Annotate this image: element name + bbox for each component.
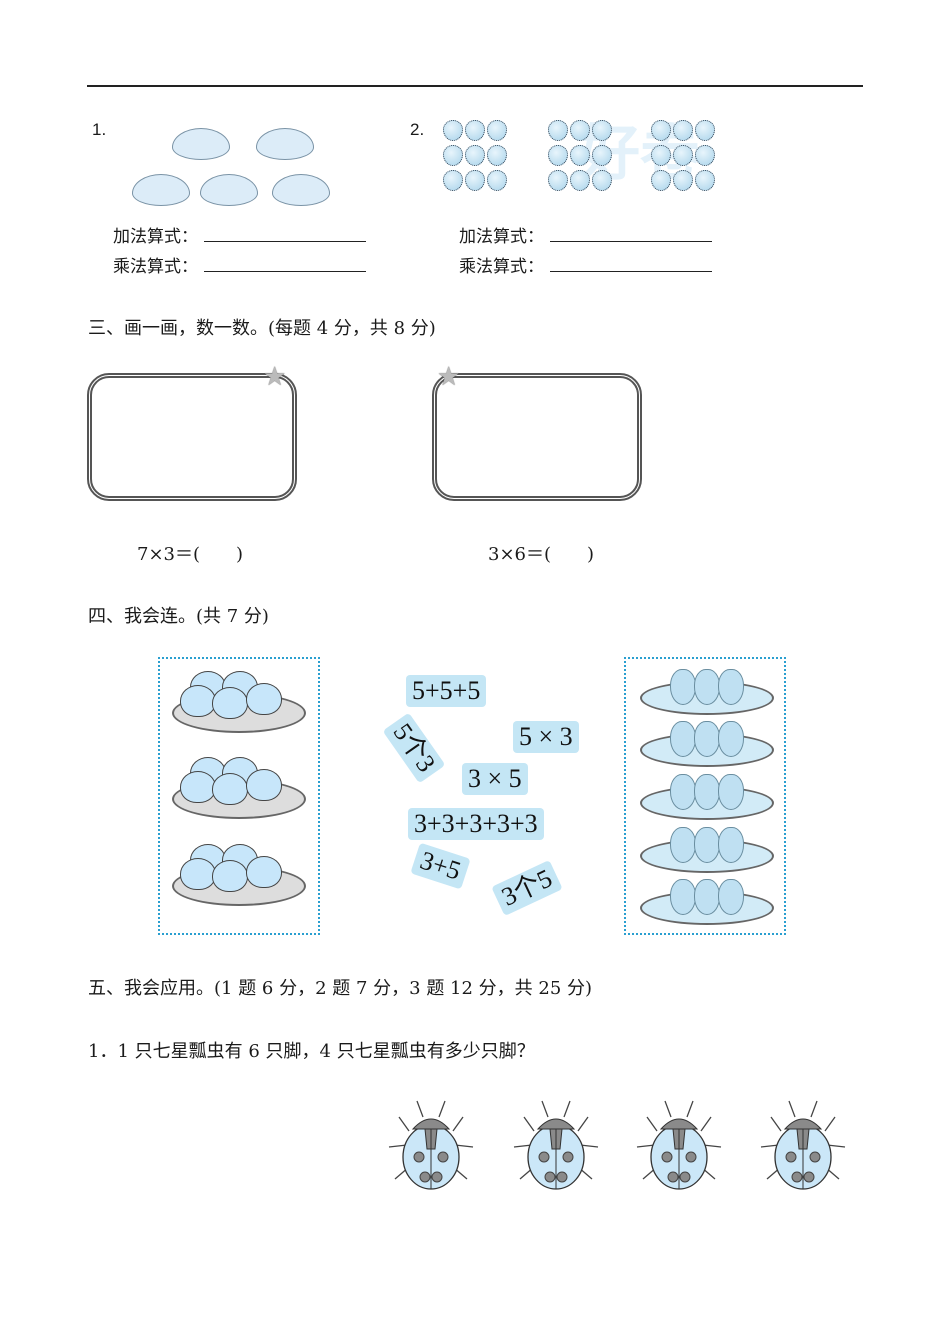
- pear-icon: [718, 879, 744, 915]
- strawberry-icon: [592, 120, 612, 141]
- ladybug-icon: [513, 1100, 599, 1190]
- strawberry-icon: [487, 170, 507, 191]
- match-card-3times5[interactable]: 3 × 5: [462, 763, 528, 795]
- strawberry-icon: [695, 145, 715, 166]
- strawberry-icon: [673, 120, 693, 141]
- strawberry-icon: [443, 120, 463, 141]
- strawberry-icon: [465, 170, 485, 191]
- section4-heading: 四、我会连。(共 7 分): [88, 606, 269, 627]
- drawing-box-2[interactable]: [432, 373, 642, 501]
- pear-icon: [694, 827, 720, 863]
- pear-icon: [718, 721, 744, 757]
- strawberry-icon: [695, 120, 715, 141]
- strawberry-icon: [592, 170, 612, 191]
- pear-icon: [694, 774, 720, 810]
- addition-answer-line-1[interactable]: [204, 240, 366, 242]
- strawberry-icon: [443, 170, 463, 191]
- match-card-3plus5[interactable]: 3+5: [410, 842, 471, 890]
- pear-icon: [670, 774, 696, 810]
- question-5-1: 1．1 只七星瓢虫有 6 只脚，4 只七星瓢虫有多少只脚？: [88, 1041, 535, 1062]
- apple-icon: [180, 685, 216, 717]
- pear-icon: [718, 827, 744, 863]
- pear-icon: [694, 879, 720, 915]
- addition-label-2: 加法算式：: [459, 222, 712, 247]
- strawberry-icon: [673, 170, 693, 191]
- strawberry-icon: [651, 145, 671, 166]
- strawberry-icon: [673, 145, 693, 166]
- star-face-icon: ★: [263, 362, 287, 392]
- apple-icon: [212, 773, 248, 805]
- match-card-3ge5[interactable]: 3个5: [491, 859, 563, 917]
- match-card-5ge3[interactable]: 5个3: [382, 712, 446, 784]
- apple-icon: [246, 769, 282, 801]
- strawberry-icon: [592, 145, 612, 166]
- pear-icon: [694, 669, 720, 705]
- strawberry-icon: [570, 170, 590, 191]
- apple-icon: [212, 687, 248, 719]
- strawberry-picture: [443, 120, 763, 195]
- header-rule: [87, 85, 863, 87]
- strawberry-icon: [548, 170, 568, 191]
- pear-icon: [670, 879, 696, 915]
- ladybug-icon: [388, 1100, 474, 1190]
- strawberry-icon: [487, 120, 507, 141]
- strawberry-icon: [651, 170, 671, 191]
- drawing-box-1[interactable]: [87, 373, 297, 501]
- ladybug-icon: [760, 1100, 846, 1190]
- equation-2: 3×6＝( ): [488, 544, 595, 565]
- question-number-1: 1.: [92, 120, 107, 139]
- multiplication-label-2: 乘法算式：: [459, 252, 712, 277]
- star-face-icon: ★: [437, 362, 461, 392]
- match-card-5plus5plus5[interactable]: 5+5+5: [406, 675, 487, 707]
- strawberry-icon: [465, 120, 485, 141]
- multiplication-answer-line-2[interactable]: [550, 270, 712, 272]
- pear-icon: [670, 721, 696, 757]
- strawberry-icon: [548, 120, 568, 141]
- strawberry-icon: [443, 145, 463, 166]
- strawberry-icon: [548, 145, 568, 166]
- pear-icon: [670, 827, 696, 863]
- strawberry-icon: [570, 145, 590, 166]
- pear-icon: [670, 669, 696, 705]
- strawberry-icon: [570, 120, 590, 141]
- pear-icon: [694, 721, 720, 757]
- apple-icon: [180, 858, 216, 890]
- equation-1: 7×3＝( ): [137, 544, 244, 565]
- question-number-2: 2.: [410, 120, 425, 139]
- multiplication-answer-line-1[interactable]: [204, 270, 366, 272]
- pear-icon: [718, 774, 744, 810]
- pear-plates-box[interactable]: [624, 657, 786, 935]
- ladybug-picture: [385, 1095, 865, 1195]
- banana-picture: [132, 120, 340, 215]
- match-card-3plus3x5[interactable]: 3+3+3+3+3: [408, 808, 544, 840]
- match-card-5times3[interactable]: 5 × 3: [513, 721, 579, 753]
- multiplication-label-1: 乘法算式：: [113, 252, 366, 277]
- addition-label-1: 加法算式：: [113, 222, 366, 247]
- ladybug-icon: [636, 1100, 722, 1190]
- strawberry-icon: [695, 170, 715, 191]
- section3-heading: 三、画一画，数一数。(每题 4 分，共 8 分): [88, 318, 436, 339]
- apple-icon: [246, 856, 282, 888]
- addition-answer-line-2[interactable]: [550, 240, 712, 242]
- pear-icon: [718, 669, 744, 705]
- strawberry-icon: [651, 120, 671, 141]
- section5-heading: 五、我会应用。(1 题 6 分，2 题 7 分，3 题 12 分，共 25 分): [88, 978, 593, 999]
- strawberry-icon: [465, 145, 485, 166]
- apple-icon: [212, 860, 248, 892]
- apple-plates-box[interactable]: [158, 657, 320, 935]
- apple-icon: [180, 771, 216, 803]
- apple-icon: [246, 683, 282, 715]
- strawberry-icon: [487, 145, 507, 166]
